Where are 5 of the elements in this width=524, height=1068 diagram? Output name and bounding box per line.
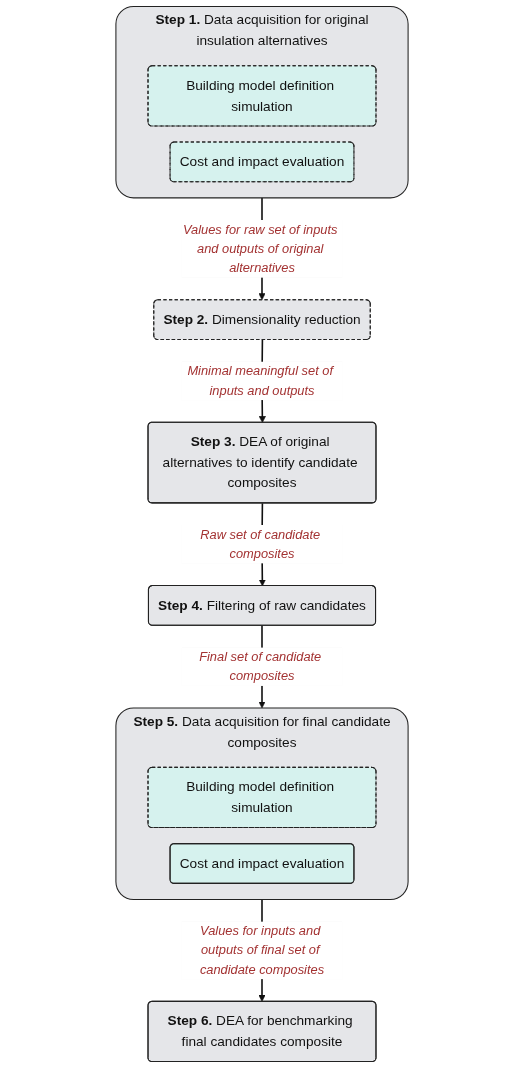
edge-label: Values for raw set of inputs and outputs of original alternatives xyxy=(183,222,338,275)
edge-label: Final set of candidate composites xyxy=(199,649,322,683)
edge-label: Values for inputs and outputs of final set of candidate composites xyxy=(199,923,325,977)
edge-label: Raw set of candidate composites xyxy=(200,527,321,561)
edge-label: Minimal meaningful set of inputs and outputs xyxy=(187,364,334,397)
